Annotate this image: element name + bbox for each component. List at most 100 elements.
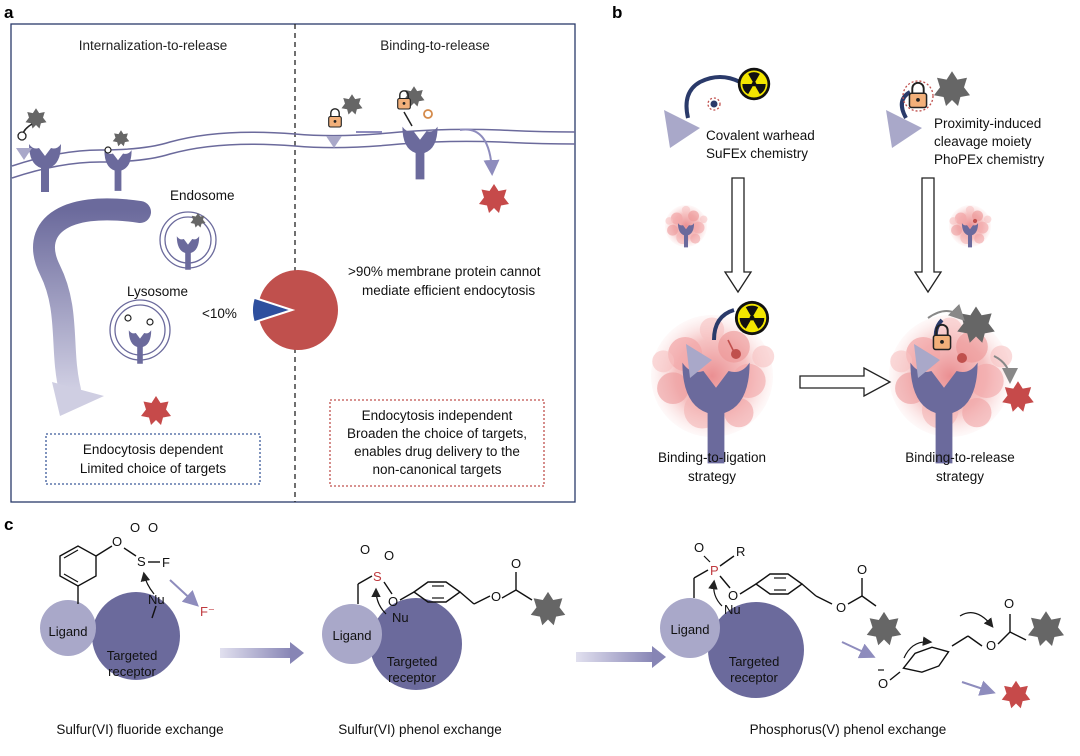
- payload-star-3b: [1028, 611, 1064, 646]
- o-label-3e: O: [878, 676, 888, 691]
- receptor-label-3a: Targeted: [729, 654, 780, 669]
- step-arrow-1-head: [290, 642, 304, 664]
- small-tumor-left: [665, 205, 708, 248]
- ligand-label-2: Ligand: [332, 628, 371, 643]
- pie-big-label-line2: mediate efficient endocytosis: [362, 283, 535, 298]
- endosome-label: Endosome: [170, 188, 235, 203]
- right-box-line2: Broaden the choice of targets,: [347, 426, 527, 441]
- binding-conjugate: [326, 86, 433, 148]
- ligation-complex: [682, 300, 770, 464]
- step-arrow-1: [220, 648, 292, 658]
- pie-small-label: <10%: [202, 306, 237, 321]
- payload-star-2: [530, 591, 566, 626]
- internalization-heading: Internalization-to-release: [79, 38, 228, 53]
- pie-small-slice: [251, 296, 296, 324]
- ligand-circle-3: [660, 598, 720, 658]
- right-desc-line1: Proximity-induced: [934, 116, 1041, 131]
- receptor-circle-3: [708, 602, 804, 698]
- nu-label-2: Nu: [392, 610, 409, 625]
- pie-large-slice: [258, 270, 338, 350]
- caption-sulfur-phenol: Sulfur(VI) phenol exchange: [338, 722, 502, 737]
- phosphorus-phenol-step: Ligand Targeted receptor P O R O Nu O O: [660, 540, 1064, 709]
- panel-a-letter: a: [4, 3, 14, 22]
- right-caption-line1: Binding-to-release: [905, 450, 1015, 465]
- left-caption-line2: strategy: [688, 469, 736, 484]
- covalent-probe: [664, 67, 771, 148]
- released-drug-right: [479, 184, 509, 213]
- sufex-step: Ligand Targeted receptor O S O O F Nu F⁻: [40, 520, 215, 680]
- cleavable-probe: [886, 71, 970, 148]
- o-label-3b: O: [728, 588, 738, 603]
- panel-b: b Covalent warhead SuFEx chemistry Proxi…: [612, 3, 1045, 484]
- payload-star-3: [866, 611, 902, 646]
- left-caption-line1: Binding-to-ligation: [658, 450, 766, 465]
- o-label-2e: O: [511, 556, 521, 571]
- s-label-1: S: [137, 554, 146, 569]
- o-label-2a: O: [360, 542, 370, 557]
- small-tumor-right: [949, 205, 992, 248]
- o-label-3d: O: [857, 562, 867, 577]
- step-arrow-2-head: [652, 646, 666, 668]
- nu-label-1: Nu: [148, 592, 165, 607]
- ligand-circle-2: [322, 604, 382, 664]
- receptor-2: [104, 150, 132, 191]
- ligand-circle-1: [40, 600, 96, 656]
- o-label-3f: O: [986, 638, 996, 653]
- release-arrow: [459, 128, 500, 176]
- receptor-circle-2: [370, 598, 462, 690]
- receptor-label-2b: receptor: [388, 670, 436, 685]
- o-label-2d: O: [491, 589, 501, 604]
- down-arrow-left: [723, 177, 753, 294]
- receptor-label-2a: Targeted: [387, 654, 438, 669]
- pie-big-label-line1: >90% membrane protein cannot: [348, 264, 541, 279]
- s-label-2: S: [373, 569, 382, 584]
- right-desc-line3: PhoPEx chemistry: [934, 152, 1045, 167]
- endocytosis-independent-box: [329, 399, 545, 487]
- fluoride-label: F⁻: [200, 604, 215, 619]
- caption-phosphorus-phenol: Phosphorus(V) phenol exchange: [750, 722, 947, 737]
- right-caption-line2: strategy: [936, 469, 984, 484]
- sulfur-phenol-step: Ligand Targeted receptor S O O O Nu O O: [322, 542, 566, 690]
- right-box-line3: enables drug delivery to the: [354, 444, 520, 459]
- right-desc-line2: cleavage moiety: [934, 134, 1032, 149]
- internalization-arrow: [33, 198, 151, 401]
- o-label-3a: O: [694, 540, 704, 555]
- ligand-label-1: Ligand: [48, 624, 87, 639]
- o-label-2c: O: [388, 594, 398, 609]
- cell-membrane-inner: [11, 140, 576, 179]
- panel-c: c Ligand Targeted receptor O S O O F Nu: [4, 515, 1064, 737]
- left-box-line1: Endocytosis dependent: [83, 442, 224, 457]
- right-box-line1: Endocytosis independent: [362, 408, 513, 423]
- phenolate-ring: [902, 646, 950, 673]
- released-drug-c: [1001, 680, 1031, 709]
- o-label-3c: O: [836, 600, 846, 615]
- receptor-label-1b: receptor: [108, 664, 156, 679]
- receptor-1: [29, 144, 61, 192]
- left-desc-line1: Covalent warhead: [706, 128, 815, 143]
- internalization-arrowhead: [52, 382, 104, 416]
- ligation-to-release-arrow: [799, 366, 892, 398]
- receptor-circle-1: [92, 592, 180, 680]
- panel-b-letter: b: [612, 3, 622, 22]
- panel-c-letter: c: [4, 515, 13, 534]
- f-label-1: F: [162, 555, 170, 570]
- panel-a-frame: [10, 23, 576, 503]
- r-label-3: R: [736, 544, 745, 559]
- binding-heading: Binding-to-release: [380, 38, 490, 53]
- right-box-line4: non-canonical targets: [372, 462, 501, 477]
- panel-a: a Internalization-to-release Binding-to-…: [4, 3, 576, 503]
- left-box-line2: Limited choice of targets: [80, 461, 227, 476]
- ligand-label-3: Ligand: [670, 622, 709, 637]
- lysosome: [109, 299, 171, 364]
- step-arrow-2: [576, 652, 654, 662]
- p-label-3: P: [710, 563, 719, 578]
- receptor-label-3b: receptor: [730, 670, 778, 685]
- caption-sufex: Sulfur(VI) fluoride exchange: [56, 722, 223, 737]
- lysosome-label: Lysosome: [127, 284, 188, 299]
- binding-receptor: [402, 126, 438, 180]
- down-arrow-right: [913, 177, 943, 294]
- cell-membrane-outer: [11, 128, 576, 167]
- phenyl-ring-3: [754, 573, 804, 595]
- nu-label-3: Nu: [724, 602, 741, 617]
